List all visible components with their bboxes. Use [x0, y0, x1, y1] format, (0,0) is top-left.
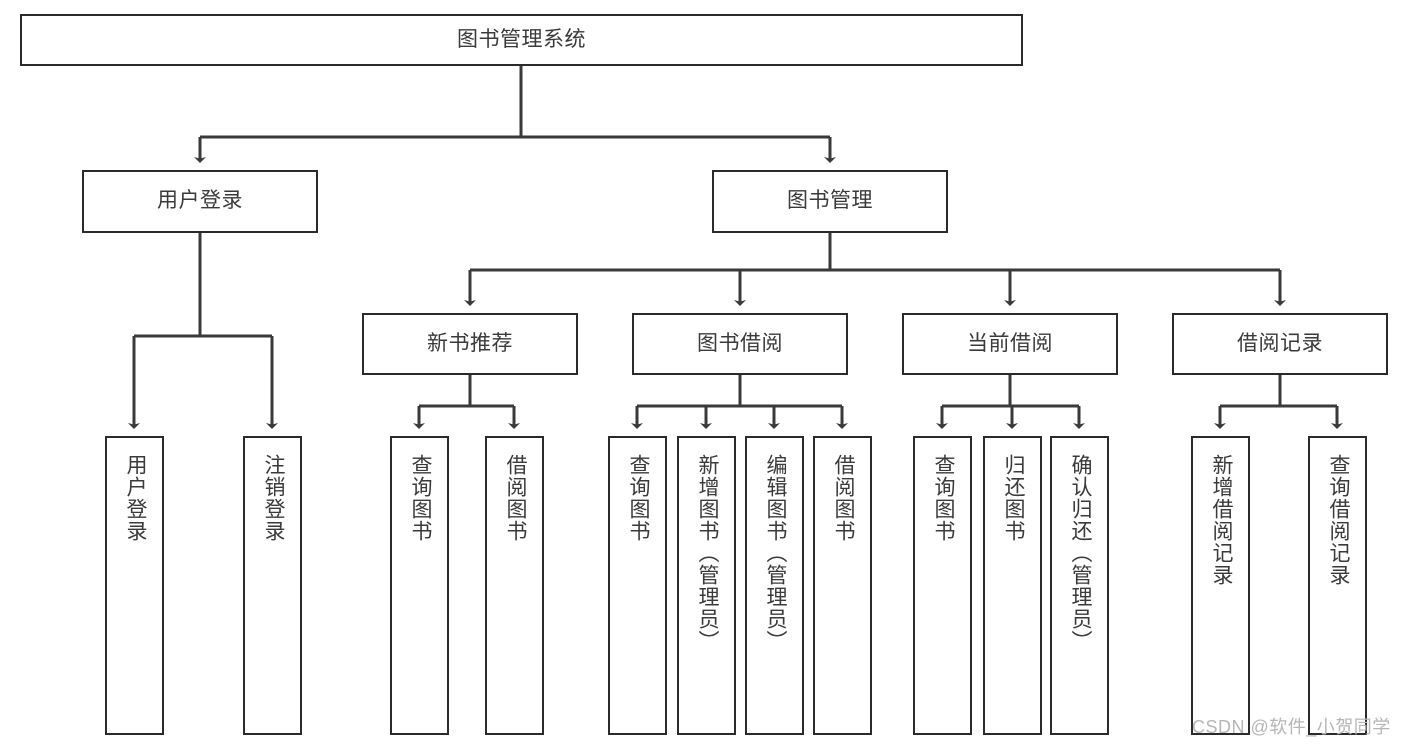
leaf-logout[interactable]: 注销登录 — [243, 436, 302, 735]
node-book-management-label: 图书管理 — [787, 189, 873, 213]
leaf-query-borrow-record[interactable]: 查询借阅记录 — [1308, 436, 1367, 735]
node-user-login-label: 用户登录 — [157, 189, 243, 213]
leaf-logout-label: 注销登录 — [261, 454, 285, 542]
node-user-login[interactable]: 用户登录 — [82, 170, 318, 233]
leaf-borrow-book-label: 借阅图书 — [831, 454, 855, 542]
leaf-user-login-label: 用户登录 — [123, 454, 147, 542]
node-root[interactable]: 图书管理系统 — [20, 14, 1023, 66]
leaf-confirm-return-admin[interactable]: 确认归还（管理员） — [1050, 436, 1109, 735]
node-new-book-recommend-label: 新书推荐 — [427, 331, 513, 355]
node-current-borrow-label: 当前借阅 — [967, 331, 1053, 355]
leaf-add-borrow-record[interactable]: 新增借阅记录 — [1191, 436, 1250, 735]
leaf-borrow-book-newbook-label: 借阅图书 — [503, 454, 527, 542]
node-borrow-record[interactable]: 借阅记录 — [1172, 313, 1388, 375]
leaf-query-book-newbook-label: 查询图书 — [408, 454, 432, 542]
node-new-book-recommend[interactable]: 新书推荐 — [362, 313, 578, 375]
leaf-return-book[interactable]: 归还图书 — [983, 436, 1042, 735]
leaf-query-borrow-record-label: 查询借阅记录 — [1326, 454, 1350, 586]
leaf-confirm-return-admin-label: 确认归还（管理员） — [1068, 454, 1092, 652]
leaf-add-borrow-record-label: 新增借阅记录 — [1209, 454, 1233, 586]
leaf-edit-book-admin-label: 编辑图书（管理员） — [763, 454, 787, 652]
leaf-add-book-admin-label: 新增图书（管理员） — [695, 454, 719, 652]
watermark-text: CSDN @软件_小贺同学 — [1192, 717, 1391, 737]
leaf-add-book-admin[interactable]: 新增图书（管理员） — [677, 436, 736, 735]
node-root-label: 图书管理系统 — [457, 27, 586, 51]
leaf-borrow-book-newbook[interactable]: 借阅图书 — [485, 436, 544, 735]
node-book-management[interactable]: 图书管理 — [712, 170, 948, 233]
node-borrow-record-label: 借阅记录 — [1237, 331, 1323, 355]
leaf-borrow-book[interactable]: 借阅图书 — [813, 436, 872, 735]
node-current-borrow[interactable]: 当前借阅 — [902, 313, 1118, 375]
leaf-query-book-borrow-label: 查询图书 — [626, 454, 650, 542]
node-book-borrow[interactable]: 图书借阅 — [632, 313, 848, 375]
leaf-return-book-label: 归还图书 — [1001, 454, 1025, 542]
leaf-query-book-borrow[interactable]: 查询图书 — [608, 436, 667, 735]
node-book-borrow-label: 图书借阅 — [697, 331, 783, 355]
leaf-query-book-current-label: 查询图书 — [931, 454, 955, 542]
leaf-query-book-current[interactable]: 查询图书 — [913, 436, 972, 735]
leaf-query-book-newbook[interactable]: 查询图书 — [390, 436, 449, 735]
leaf-user-login[interactable]: 用户登录 — [105, 436, 164, 735]
leaf-edit-book-admin[interactable]: 编辑图书（管理员） — [745, 436, 804, 735]
